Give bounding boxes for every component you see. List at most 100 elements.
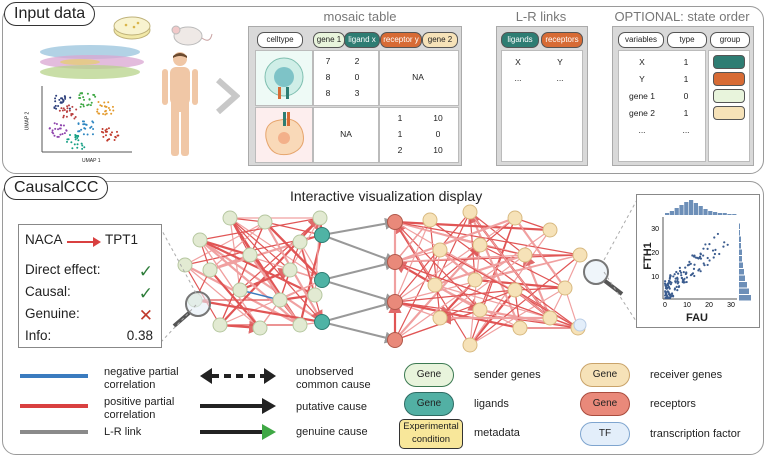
umap-point [69,96,72,99]
legend-pill-tf: TF [580,422,630,446]
umap-point [105,112,108,115]
umap-point [80,92,83,95]
umap-point [82,105,85,108]
network-edge [199,239,316,296]
sender-gene-node [177,257,193,273]
umap-point [66,107,69,110]
umap-point [71,105,74,108]
arrow-right-icon [67,237,101,247]
umap-point [63,109,66,112]
sender-gene-node [282,262,298,278]
receptor-node [387,332,403,348]
network-edge [394,254,581,303]
umap-point [84,127,87,130]
umap-point [105,128,108,131]
cancer-cell-icon [265,112,304,156]
sender-gene-node [192,232,208,248]
network-edge [239,217,321,291]
scatter-point [693,263,696,266]
umap-point [110,112,113,115]
scatter-xlabel: FAU [686,312,708,324]
umap-point [76,146,79,149]
umap-point [105,105,108,108]
sender-gene-node [292,234,308,250]
umap-point [103,101,106,104]
umap-point [68,107,71,110]
umap-point [97,100,100,103]
legend-arrow-genuine [200,424,276,440]
receiver-gene-node [472,237,488,253]
human-figure-icon [162,52,198,156]
network-edge [514,217,566,289]
info-label: Causal: [25,284,71,299]
magnifier-icon[interactable] [580,256,630,300]
network-edge [394,300,521,330]
umap-point [106,130,109,133]
umap-point [107,101,110,104]
legend-positive-label: positive partial correlation [104,396,175,421]
state-type: 0 [683,91,689,101]
sender-gene-node [272,292,288,308]
umap-point [53,134,56,137]
scatter-point [680,276,684,280]
info-label: Genuine: [25,306,80,321]
scatter-point [703,264,706,267]
scatter-point [674,280,677,283]
input-data-title: Input data [4,2,96,26]
umap-point [61,132,64,135]
umap-point [83,120,86,123]
scatter-point [702,247,705,250]
scatter-point [693,274,696,278]
sender-gene-node [222,210,238,226]
umap-point [86,92,89,95]
umap-point [48,127,51,130]
immune-cell-icon [264,57,304,99]
network-edge [479,244,566,289]
umap-point [51,129,54,132]
network-edge [434,284,552,320]
receiver-gene-node [432,242,448,258]
causal-network-graph[interactable] [170,200,610,360]
scatter-point [663,282,667,285]
scatter-point [677,285,681,288]
network-edge [219,279,323,326]
network-edge [394,221,581,256]
scatter-point [702,254,705,257]
umap-point [76,143,79,146]
ligand-node [314,314,330,330]
legend-arrow-putative [200,398,276,414]
sender-gene-node [307,287,323,303]
scatter-point [682,281,685,284]
network-edge [321,321,397,344]
scatter-xtick: 10 [683,302,691,309]
receptor-node [387,254,403,270]
network-edge [514,287,566,291]
scatter-ytick: 20 [651,250,659,257]
scatter-point [702,262,705,265]
viz-title: Interactive visualization display [290,188,483,204]
scatter-ytick: 10 [651,274,659,281]
lr-links-table: ligands receptors X Y ... ... [496,26,588,166]
scatter-point [667,296,670,300]
scatter-point [666,290,669,293]
mosaic-values-block-1 [313,50,379,106]
umap-point [69,134,72,137]
legend-tf-label: transcription factor [650,428,741,440]
scatter-point [697,269,700,272]
mosaic-value: 2 [354,56,360,66]
scatter-point [664,296,667,300]
umap-point [67,104,70,107]
umap-point [65,115,68,118]
edge-source-gene: NACA [25,232,63,247]
receiver-gene-node [432,310,448,326]
petri-dish-icon [113,16,151,40]
receiver-gene-node [572,247,588,263]
info-value: 0.38 [126,328,153,343]
mosaic-value: 10 [433,113,443,123]
state-variable: ... [638,125,646,135]
network-edge [394,217,516,303]
receiver-gene-node [422,212,438,228]
scatter-point [667,282,670,285]
umap-point [108,138,111,141]
